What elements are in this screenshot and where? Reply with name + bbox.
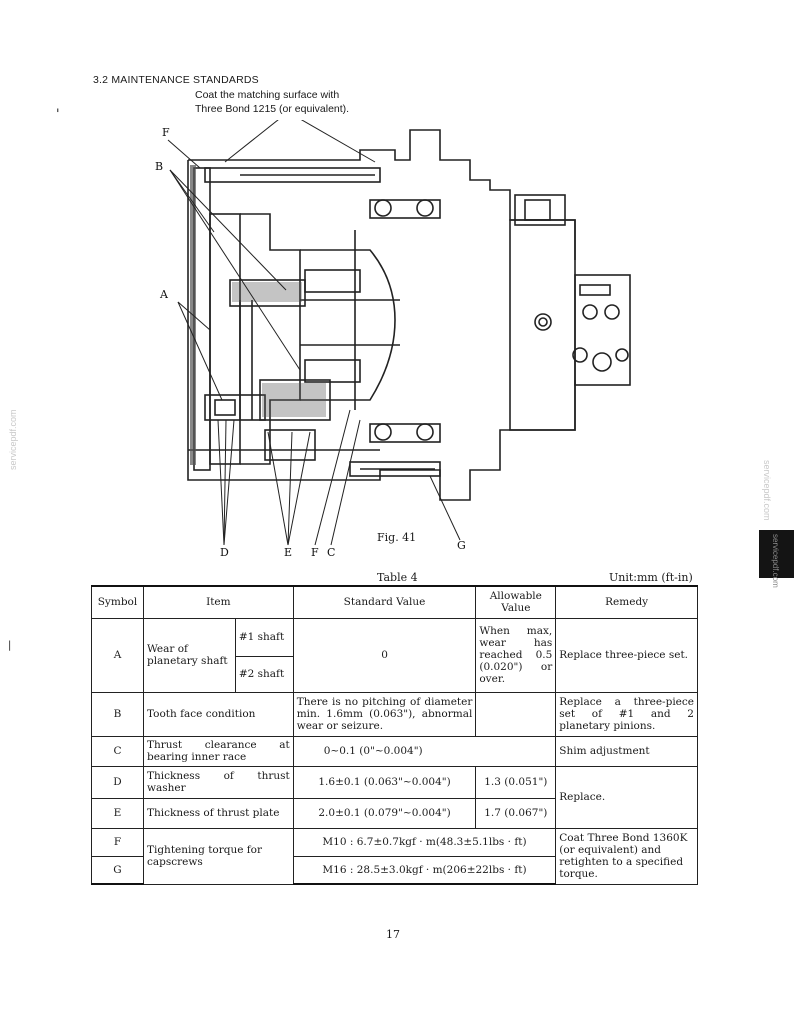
table-row: #2 shaft <box>92 655 698 693</box>
table-row: F Tightening torque for capscrews M10 : … <box>91 827 698 885</box>
cell-remedy: Replace. <box>555 765 698 829</box>
header-item: Item <box>142 585 294 619</box>
maintenance-standards-table: Symbol Item Standard Value Allowable Val… <box>91 585 698 885</box>
cell-allowable: 1.7 (0.067") <box>475 797 557 829</box>
callout-D: D <box>220 546 229 559</box>
cell-standard: M10 : 6.7±0.7kgf · m(48.3±5.1lbs · ft) <box>292 827 557 857</box>
cell-symbol: B <box>91 691 144 737</box>
cell-symbol: C <box>91 735 144 767</box>
table-unit: Unit:mm (ft-in) <box>609 571 693 584</box>
coat-note: Coat the matching surface with Three Bon… <box>195 89 350 115</box>
callout-F-bottom: F <box>311 546 319 559</box>
cell-remedy: Shim adjustment <box>555 735 698 767</box>
table-row: G M16 : 28.5±3.0kgf · m(206±22lbs · ft) <box>91 855 698 885</box>
cell-standard: 2.0±0.1 (0.079"~0.004") <box>292 797 477 829</box>
cell-subitem: #1 shaft <box>234 617 294 657</box>
page-number: 17 <box>386 928 400 941</box>
cell-allowable: When max, wear has reached 0.5 (0.020") … <box>475 617 557 693</box>
table-row: C Thrust clearance at bearing inner race… <box>91 735 698 767</box>
cell-allowable <box>475 691 557 737</box>
header-standard-value: Standard Value <box>292 585 477 619</box>
margin-mark: | <box>8 640 12 651</box>
cell-symbol: E <box>91 797 144 829</box>
figure-caption: Fig. 41 <box>377 531 417 544</box>
cell-standard: 0~0.1 (0"~0.004") <box>292 735 557 767</box>
table-row: A Wear of planetary shaft #1 shaft 0 Whe… <box>91 617 698 693</box>
side-tab: servicepdf.com <box>759 530 794 588</box>
side-tab-text: servicepdf.com <box>771 534 780 588</box>
header-allowable-value: Allowable Value <box>475 585 557 619</box>
watermark: servicepdf.com <box>762 460 772 521</box>
cell-standard: 0 <box>292 617 477 693</box>
cell-symbol: G <box>91 855 144 885</box>
header-symbol: Symbol <box>91 585 144 619</box>
table-caption: Table 4 <box>377 571 418 584</box>
cross-section-drawing: F B A D E F C G <box>155 120 631 559</box>
cell-remedy: Replace a three-piece set of #1 and 2 pl… <box>555 691 698 737</box>
callout-G: G <box>457 539 466 552</box>
cell-remedy: Coat Three Bond 1360K (or equivalent) an… <box>555 827 698 885</box>
cell-standard: 1.6±0.1 (0.063"~0.004") <box>292 765 477 799</box>
callout-E: E <box>284 546 292 559</box>
table-row: E Thickness of thrust plate 2.0±0.1 (0.0… <box>91 797 698 829</box>
cell-item: Thickness of thrust washer <box>142 765 294 799</box>
cell-item: Tightening torque for capscrews <box>142 827 294 885</box>
cell-standard: M16 : 28.5±3.0kgf · m(206±22lbs · ft) <box>292 855 557 885</box>
cell-standard: There is no pitching of diameter min. 1.… <box>292 691 477 737</box>
margin-mark: ' <box>56 107 60 122</box>
callout-F-top: F <box>162 126 170 139</box>
cell-item: Thrust clearance at bearing inner race <box>142 735 294 767</box>
cell-item: Thickness of thrust plate <box>142 797 294 829</box>
cell-remedy: Replace three-piece set. <box>555 617 698 693</box>
cell-subitem: #2 shaft <box>234 655 294 693</box>
cell-item: Wear of planetary shaft <box>142 617 236 693</box>
watermark: servicepdf.com <box>8 409 18 470</box>
cell-symbol: A <box>91 617 144 693</box>
header-remedy: Remedy <box>555 585 698 619</box>
cell-symbol: F <box>91 827 144 857</box>
table-header-row: Symbol Item Standard Value Allowable Val… <box>91 585 698 619</box>
cell-allowable: 1.3 (0.051") <box>475 765 557 799</box>
section-title: 3.2 MAINTENANCE STANDARDS <box>93 74 259 86</box>
callout-B: B <box>155 160 163 173</box>
table-row: B Tooth face condition There is no pitch… <box>91 691 698 737</box>
callout-C: C <box>327 546 335 559</box>
cell-item: Tooth face condition <box>142 691 294 737</box>
table-row: D Thickness of thrust washer 1.6±0.1 (0.… <box>91 765 698 829</box>
callout-A: A <box>159 288 169 301</box>
cell-symbol: D <box>91 765 144 799</box>
